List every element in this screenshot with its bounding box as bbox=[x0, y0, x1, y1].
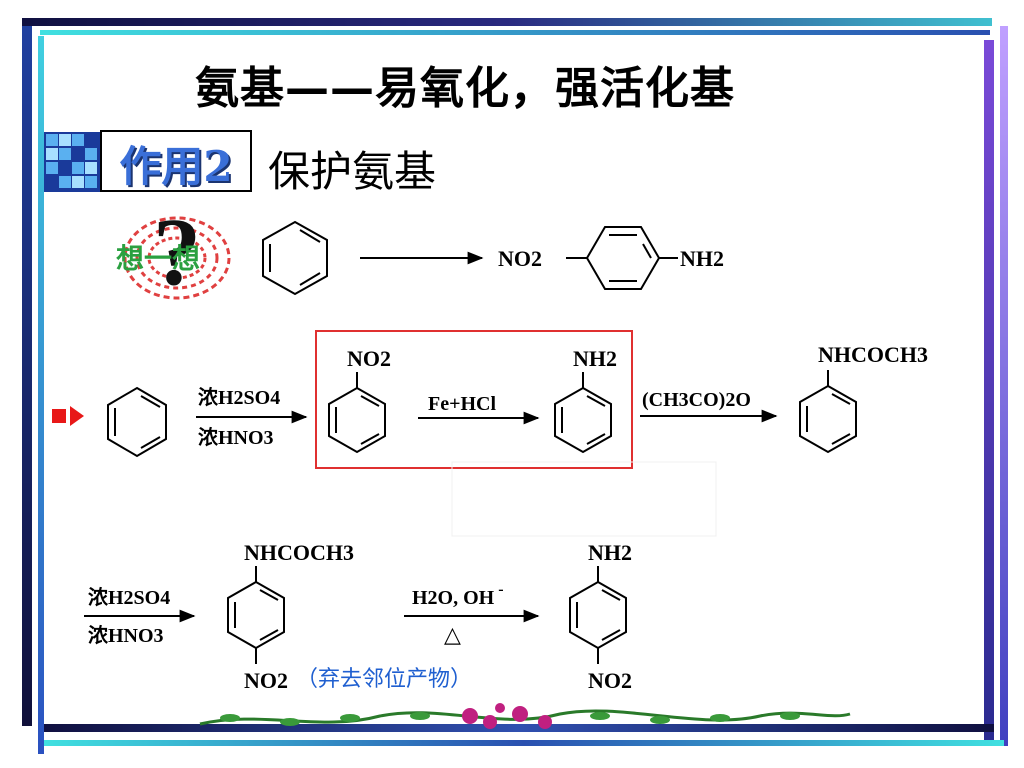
final-top-label: NH2 bbox=[588, 540, 632, 565]
faint-box bbox=[451, 461, 717, 537]
step2-reagent-bottom: 浓HNO3 bbox=[88, 624, 164, 647]
question-label-no2: NO2 bbox=[498, 246, 542, 271]
benzene-ring-para-nitroaniline bbox=[569, 566, 627, 664]
discard-ortho-note: （弃去邻位产物） bbox=[296, 667, 472, 692]
frame-left-bar-light bbox=[38, 36, 44, 754]
frame-right-bar bbox=[984, 40, 994, 740]
slide-title: 氨基——易氧化，强活化基 bbox=[195, 63, 735, 114]
think-label: 想一想 bbox=[116, 242, 200, 275]
step2-heat-symbol: △ bbox=[444, 622, 461, 647]
frame-top-bar-light bbox=[40, 30, 990, 35]
svg-text:?: ? bbox=[153, 198, 201, 305]
badge-label: 作用2 bbox=[119, 142, 233, 191]
step1-reagent2: Fe+HCl bbox=[428, 393, 496, 415]
acetanilide-label: NHCOCH3 bbox=[818, 342, 928, 367]
step1-reagent-bottom: 浓HNO3 bbox=[198, 426, 274, 449]
nitrobenzene-label: NO2 bbox=[347, 346, 391, 371]
step1-reagent-top: 浓H2SO4 bbox=[198, 386, 280, 409]
red-play-arrow-icon[interactable] bbox=[52, 404, 86, 428]
benzene-ring-aniline bbox=[554, 372, 612, 454]
frame-left-bar bbox=[22, 26, 32, 726]
frame-right-bar-light bbox=[1000, 26, 1008, 746]
slide-subtitle: 保护氨基 bbox=[268, 147, 437, 196]
step2-reagent-top: 浓H2SO4 bbox=[88, 586, 170, 609]
step2-reagent-top2: H2O, OH- bbox=[412, 581, 504, 609]
frame-top-bar-dark bbox=[22, 18, 992, 26]
para-acetanilide-top-label: NHCOCH3 bbox=[244, 540, 354, 565]
flower-garland-decoration bbox=[199, 703, 851, 729]
mosaic-icon bbox=[44, 132, 100, 192]
badge-frame bbox=[100, 130, 252, 192]
question-label-nh2: NH2 bbox=[680, 246, 724, 271]
step1-reagent3: (CH3CO)2O bbox=[642, 389, 751, 411]
para-acetanilide-bottom-label: NO2 bbox=[244, 668, 288, 693]
benzene-ring-nitro bbox=[328, 372, 386, 454]
frame-bottom-bar bbox=[44, 724, 994, 732]
highlight-box bbox=[315, 330, 633, 469]
benzene-ring-para-product bbox=[566, 226, 678, 290]
think-question-icon: ? 想一想 bbox=[116, 198, 231, 305]
final-bottom-label: NO2 bbox=[588, 668, 632, 693]
benzene-ring-acetanilide bbox=[799, 370, 857, 454]
frame-bottom-bar-light bbox=[44, 740, 1004, 746]
benzene-ring-start bbox=[107, 386, 167, 458]
benzene-ring-para-nitroacetanilide bbox=[227, 566, 285, 664]
benzene-ring-question bbox=[262, 220, 328, 296]
aniline-label: NH2 bbox=[573, 346, 617, 371]
